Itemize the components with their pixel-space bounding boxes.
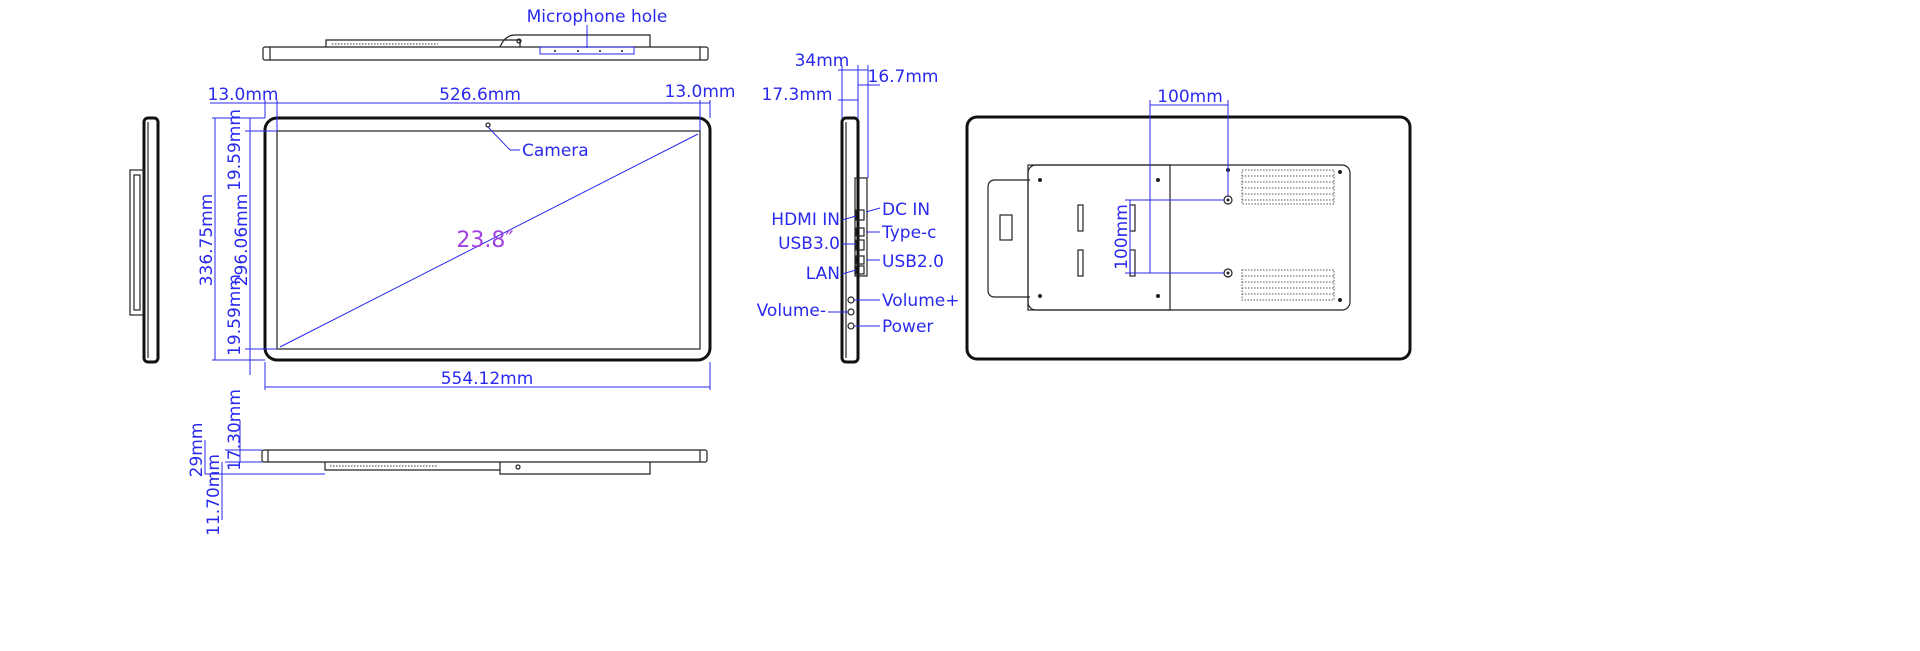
top-view: Microphone hole [262, 7, 709, 61]
dc-in-label: DC IN [882, 200, 930, 220]
bezel-top-dimension: 19.59mm [225, 109, 245, 191]
side-body-dimension: 16.7mm [868, 67, 939, 87]
bezel-right-dimension: 13.0mm [665, 82, 736, 102]
power-label: Power [882, 317, 933, 337]
side-depth-dimension: 34mm [795, 51, 850, 71]
usb30-label: USB3.0 [778, 234, 840, 254]
bottom-view: 17.30mm 29mm 11.70mm [187, 389, 708, 536]
usb20-label: USB2.0 [882, 252, 944, 272]
left-side-view [129, 116, 160, 364]
diagonal-size-label: 23.8″ [456, 228, 513, 253]
total-width-dimension: 554.12mm [441, 369, 534, 389]
side-bracket-dimension: 17.3mm [762, 85, 833, 105]
vesa-horizontal-dimension: 100mm [1157, 87, 1223, 107]
microphone-hole-label: Microphone hole [527, 7, 668, 27]
total-depth-dimension: 29mm [187, 423, 207, 478]
volume-plus-label: Volume+ [882, 291, 959, 311]
volume-minus-label: Volume- [757, 301, 826, 321]
bezel-bottom-dimension: 19.59mm [225, 274, 245, 356]
bracket-depth-dimension: 11.70mm [204, 454, 224, 536]
bezel-left-dimension: 13.0mm [208, 85, 279, 105]
back-view: 100mm 100mm [965, 87, 1412, 361]
active-height-dimension: 296.06mm [232, 194, 252, 287]
vesa-vertical-dimension: 100mm [1112, 204, 1132, 270]
type-c-label: Type-c [881, 223, 937, 243]
lan-label: LAN [806, 264, 840, 284]
right-side-view: 34mm 16.7mm 17.3mm HDMI IN USB3.0 LAN Vo… [757, 51, 959, 364]
body-thickness-dimension: 17.30mm [225, 389, 245, 471]
active-width-dimension: 526.6mm [439, 85, 521, 105]
camera-label: Camera [522, 141, 589, 161]
total-height-dimension: 336.75mm [197, 194, 217, 287]
front-view: Camera 23.8″ 13.0mm 526.6mm 13.0mm 554.1… [197, 82, 735, 390]
hdmi-in-label: HDMI IN [771, 210, 840, 230]
